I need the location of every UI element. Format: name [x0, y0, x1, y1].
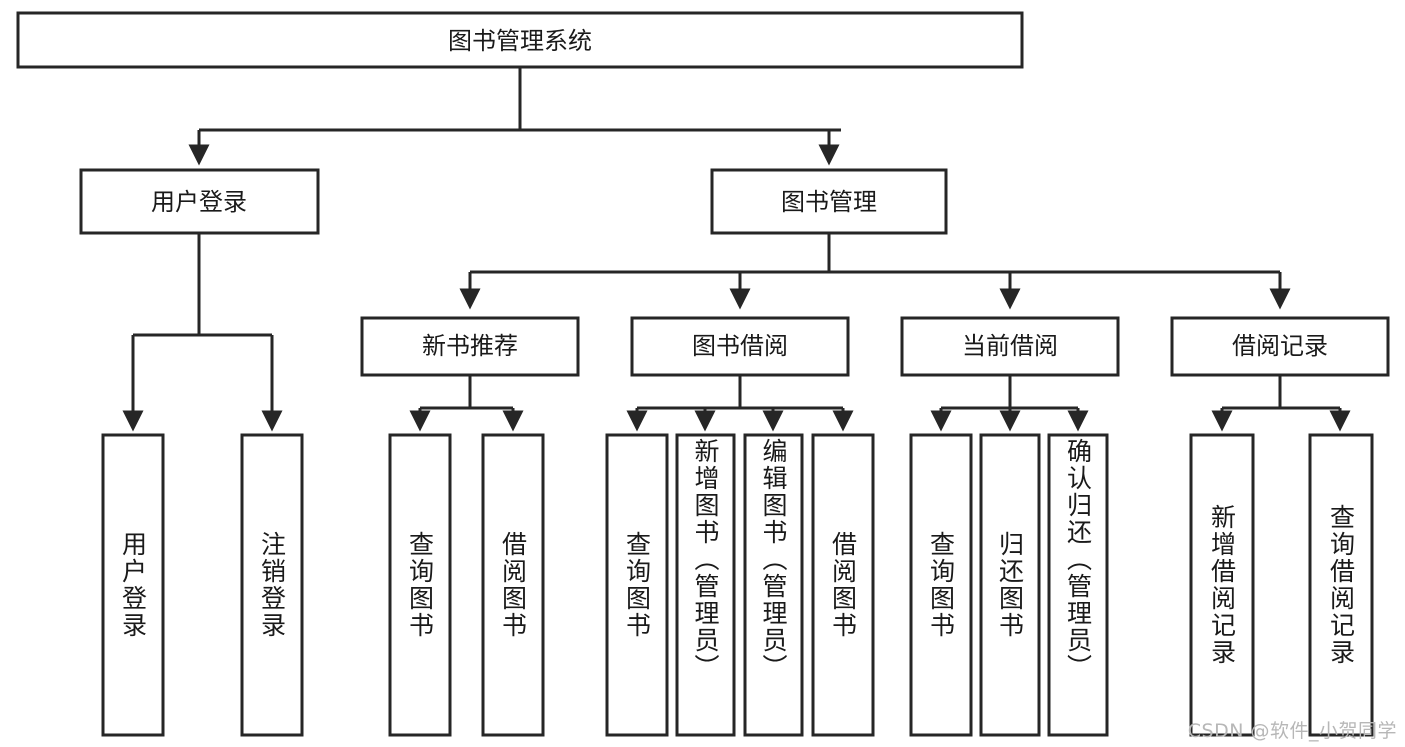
node-borrow-record-label: 借阅记录 — [1232, 332, 1328, 360]
node-new-book-recommend-label: 新书推荐 — [422, 332, 518, 360]
leaf-box-add-book[interactable] — [675, 433, 736, 737]
leaf-box-query-book-1[interactable] — [388, 433, 452, 737]
leaf-box-edit-book[interactable] — [743, 433, 804, 737]
node-current-borrow[interactable]: 当前借阅 — [900, 316, 1120, 377]
connector-current-to-leaves — [930, 375, 1089, 432]
node-book-borrow-label: 图书借阅 — [692, 332, 788, 360]
leaf-box-query-book-2[interactable] — [605, 433, 669, 737]
leaf-box-add-record[interactable] — [1189, 433, 1255, 737]
node-root[interactable]: 图书管理系统 — [16, 11, 1024, 69]
node-user-login[interactable]: 用户登录 — [79, 168, 320, 235]
connector-borrow-to-leaves — [626, 375, 854, 432]
node-borrow-record[interactable]: 借阅记录 — [1170, 316, 1390, 377]
connector-record-to-leaves — [1211, 375, 1351, 432]
leaf-box-query-book-3[interactable] — [909, 433, 973, 737]
leaf-box-return-book[interactable] — [979, 433, 1041, 737]
leaf-box-user-login[interactable] — [101, 433, 165, 737]
connector-userlogin-to-leaves — [122, 233, 283, 432]
connector-newbook-to-leaves — [409, 375, 524, 432]
node-user-login-label: 用户登录 — [151, 188, 247, 216]
leaf-box-logout[interactable] — [240, 433, 304, 737]
node-book-management[interactable]: 图书管理 — [710, 168, 948, 235]
node-current-borrow-label: 当前借阅 — [962, 332, 1058, 360]
node-root-label: 图书管理系统 — [448, 27, 592, 55]
connector-root-to-level2 — [188, 67, 841, 166]
connector-bookmgmt-to-level3 — [459, 233, 1291, 310]
leaf-box-borrow-book-1[interactable] — [481, 433, 545, 737]
leaf-box-query-record[interactable] — [1308, 433, 1374, 737]
node-book-management-label: 图书管理 — [781, 188, 877, 216]
leaf-box-borrow-book-2[interactable] — [811, 433, 875, 737]
node-book-borrow[interactable]: 图书借阅 — [630, 316, 850, 377]
leaf-box-confirm-return[interactable] — [1047, 433, 1109, 737]
csdn-watermark: CSDN @软件_小贺同学 — [1187, 720, 1397, 742]
node-new-book-recommend[interactable]: 新书推荐 — [360, 316, 580, 377]
